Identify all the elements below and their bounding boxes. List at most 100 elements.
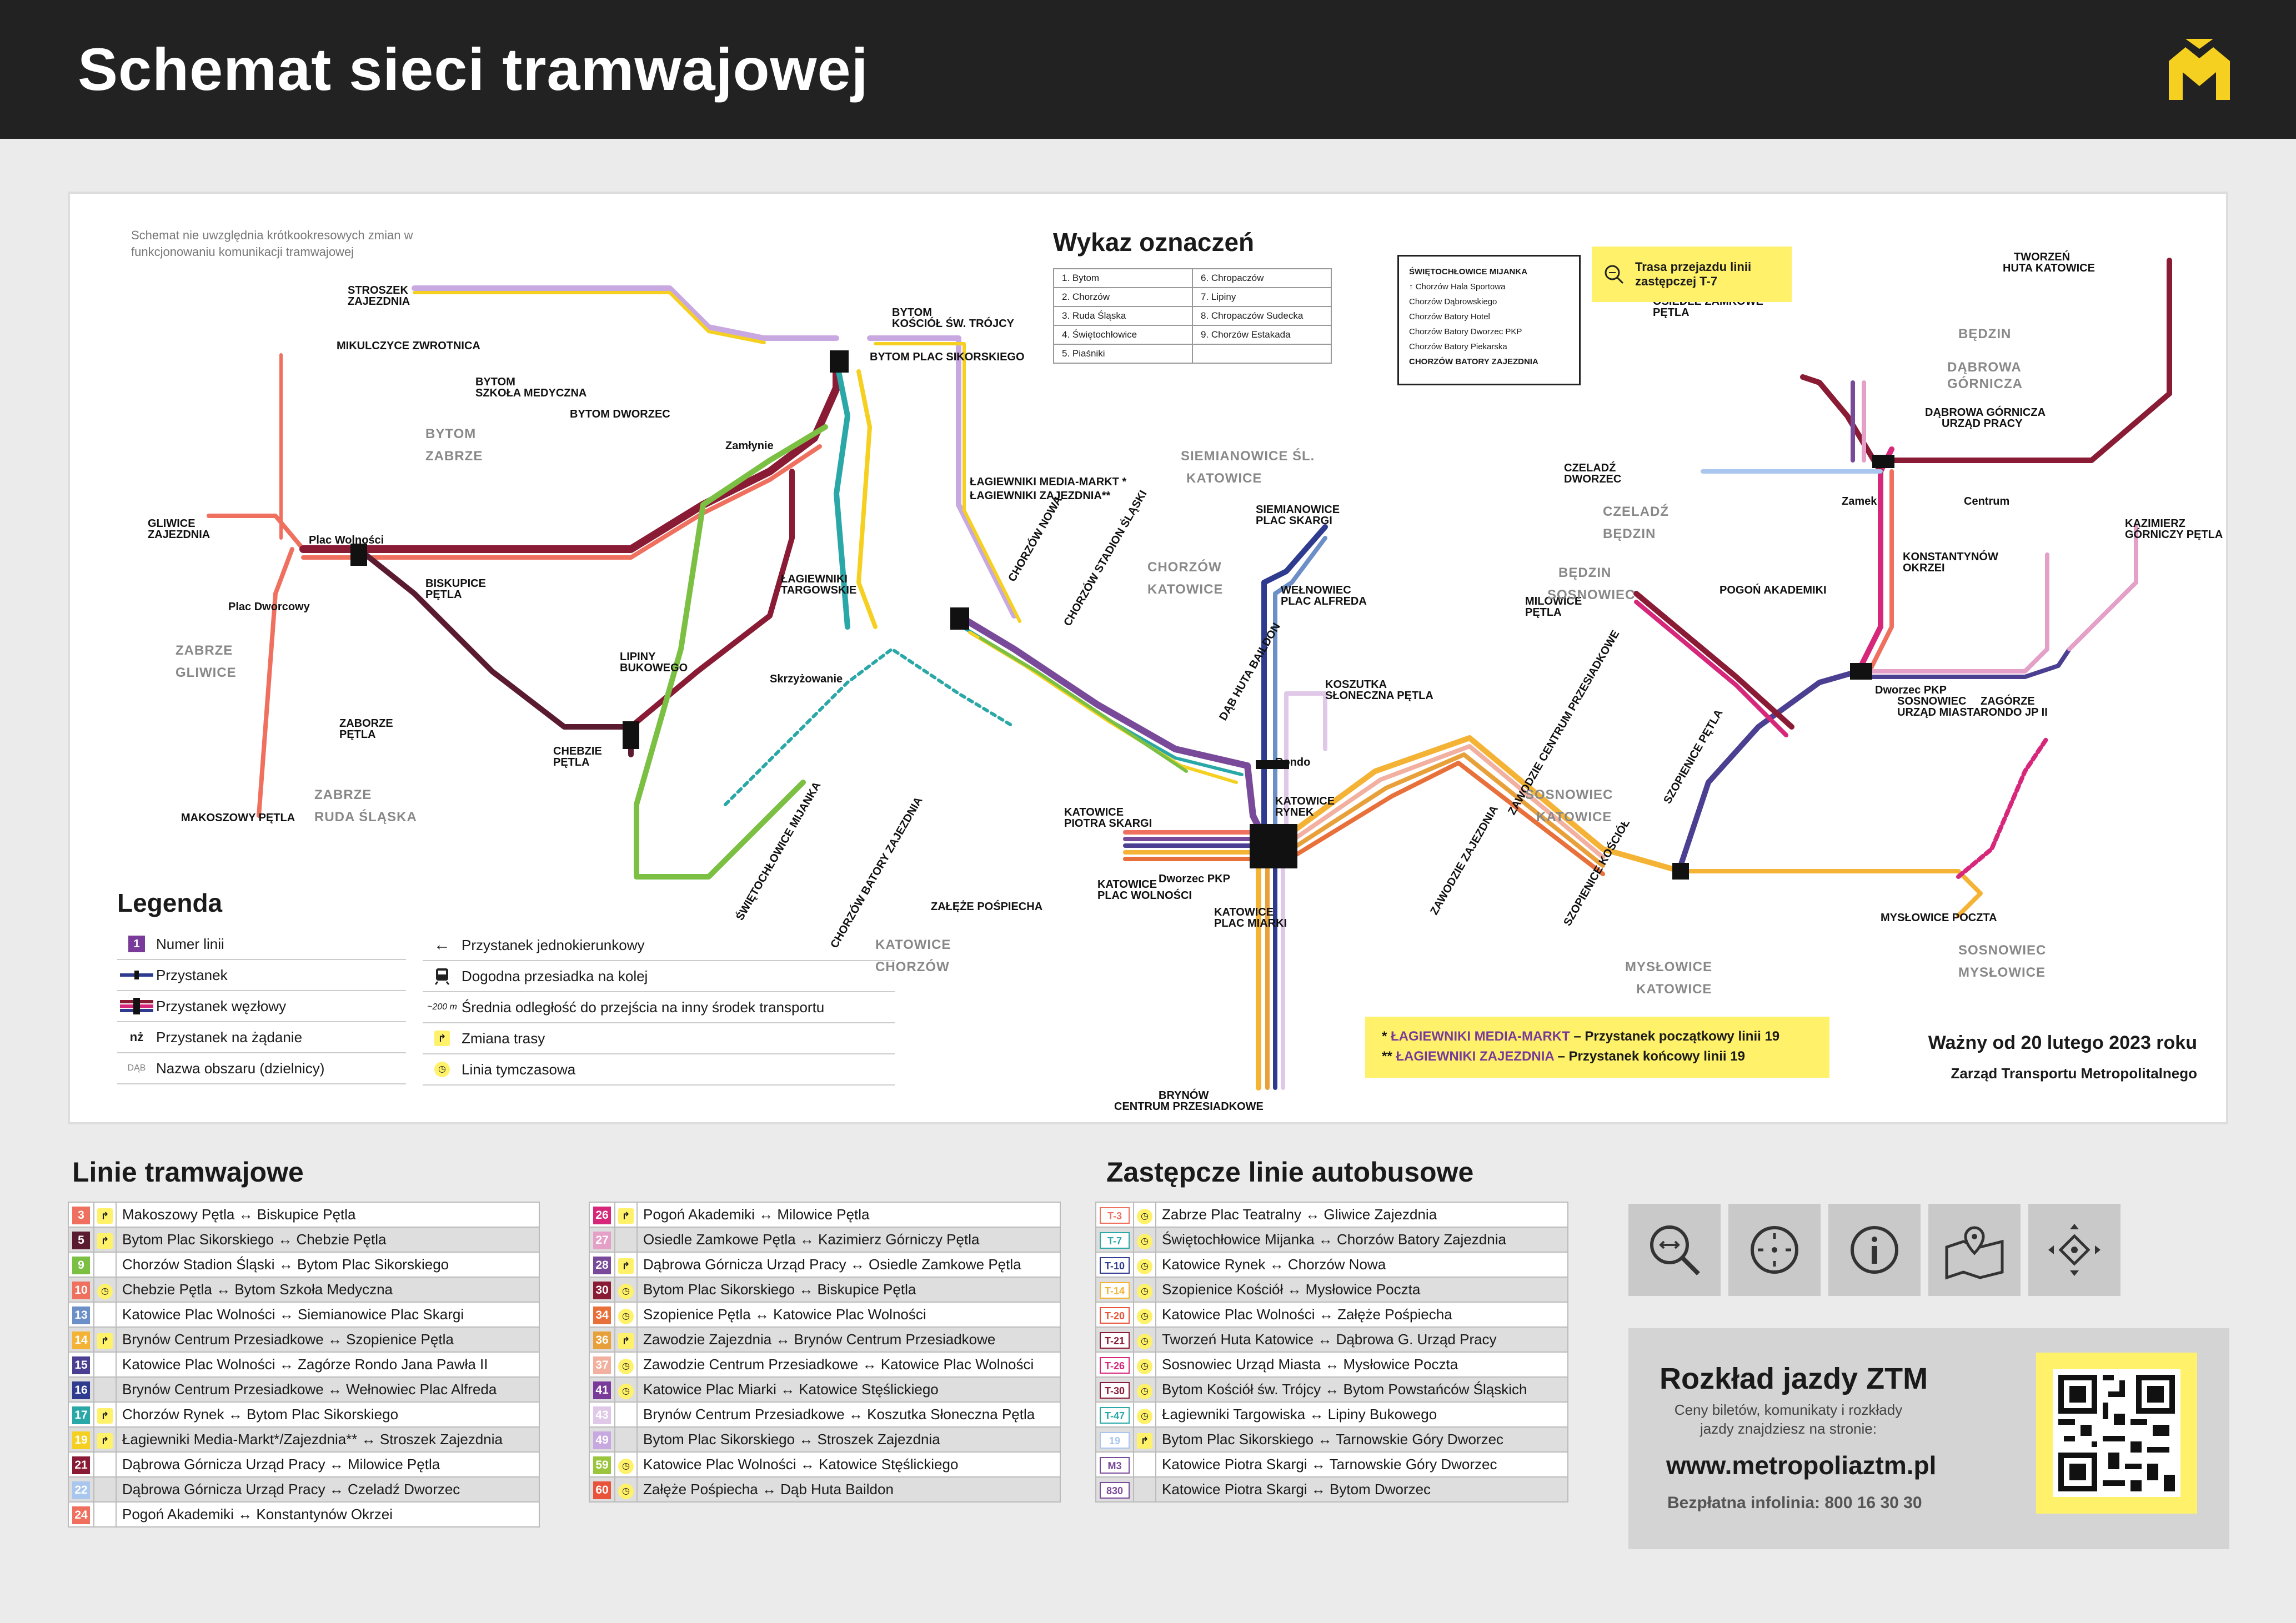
svg-text:BĘDZIN: BĘDZIN bbox=[1603, 526, 1656, 541]
svg-text:PLAC ALFREDA: PLAC ALFREDA bbox=[1281, 595, 1367, 607]
tram-network-map[interactable]: MIKULCZYCE ZWROTNICA STROSZEK ZAJEZDNIA … bbox=[68, 192, 2228, 1124]
svg-text:KATOWICE: KATOWICE bbox=[1147, 582, 1223, 597]
line-number-badge: 27 bbox=[593, 1231, 611, 1249]
line-number-badge: 59 bbox=[593, 1456, 611, 1474]
line-row[interactable]: 34◷Szopienice Pętla ↔ Katowice Plac Woln… bbox=[589, 1302, 1061, 1328]
line-number-badge: 15 bbox=[72, 1356, 90, 1374]
clock-icon: ◷ bbox=[1137, 1283, 1152, 1299]
line-number-sample: 1 bbox=[128, 936, 145, 952]
line-row[interactable]: T-47◷Łagiewniki Targowiska ↔ Lipiny Buko… bbox=[1095, 1401, 1568, 1428]
line-number-badge: 13 bbox=[72, 1306, 90, 1324]
line-route-text: Makoszowy Pętla ↔ Biskupice Pętla bbox=[116, 1202, 540, 1228]
clock-icon: ◷ bbox=[1137, 1333, 1152, 1349]
line-route-text: Dąbrowa Górnicza Urząd Pracy ↔ Osiedle Z… bbox=[636, 1252, 1061, 1278]
line-number-badge: 43 bbox=[593, 1406, 611, 1424]
icon-zoom-button[interactable] bbox=[1628, 1204, 1721, 1296]
line-route-text: Zabrze Plac Teatralny ↔ Gliwice Zajezdni… bbox=[1155, 1202, 1568, 1228]
svg-text:HUTA KATOWICE: HUTA KATOWICE bbox=[2003, 262, 2095, 274]
line-row[interactable]: 30◷Bytom Plac Sikorskiego ↔ Biskupice Pę… bbox=[589, 1277, 1061, 1303]
line-route-text: Dąbrowa Górnicza Urząd Pracy ↔ Czeladź D… bbox=[116, 1476, 540, 1503]
line-row[interactable]: T-30◷Bytom Kościół św. Trójcy ↔ Bytom Po… bbox=[1095, 1376, 1568, 1403]
svg-text:GÓRNICZY PĘTLA: GÓRNICZY PĘTLA bbox=[2125, 527, 2223, 541]
svg-text:GÓRNICZA: GÓRNICZA bbox=[1947, 376, 2023, 391]
line-row[interactable]: T-7◷Świętochłowice Mijanka ↔ Chorzów Bat… bbox=[1095, 1227, 1568, 1253]
line-route-text: Katowice Plac Miarki ↔ Katowice Stęślick… bbox=[636, 1376, 1061, 1403]
svg-text:ZAJEZDNIA: ZAJEZDNIA bbox=[348, 295, 410, 308]
line-route-text: Szopienice Kościół ↔ Mysłowice Poczta bbox=[1155, 1277, 1568, 1303]
svg-text:DWORZEC: DWORZEC bbox=[1564, 473, 1621, 485]
legend-row: Dogodna przesiadka na kolej bbox=[423, 961, 895, 992]
line-row[interactable]: 19↱Łagiewniki Media-Markt*/Zajezdnia** ↔… bbox=[68, 1426, 540, 1453]
stop-milowice: MILOWICE bbox=[1525, 595, 1582, 607]
line-row[interactable]: 14↱Brynów Centrum Przesiadkowe ↔ Szopien… bbox=[68, 1326, 540, 1353]
svg-text:RUDA ŚLĄSKA: RUDA ŚLĄSKA bbox=[314, 809, 417, 825]
icon-navigate-button[interactable] bbox=[2028, 1204, 2120, 1296]
line-row[interactable]: T-14◷Szopienice Kościół ↔ Mysłowice Pocz… bbox=[1095, 1277, 1568, 1303]
line-row[interactable]: 36↱Zawodzie Zajezdnia ↔ Brynów Centrum P… bbox=[589, 1326, 1061, 1353]
svg-text:GLIWICE: GLIWICE bbox=[176, 665, 237, 680]
svg-text:TARGOWSKIE: TARGOWSKIE bbox=[781, 584, 856, 596]
ztm-url[interactable]: www.metropoliaztm.pl bbox=[1666, 1451, 1937, 1480]
line-route-text: Chebzie Pętla ↔ Bytom Szkoła Medyczna bbox=[116, 1277, 540, 1303]
line-row[interactable]: T-26◷Sosnowiec Urząd Miasta ↔ Mysłowice … bbox=[1095, 1351, 1568, 1378]
stop-dworzec-pkp: Dworzec PKP bbox=[1159, 873, 1230, 885]
icon-map-button[interactable] bbox=[1928, 1204, 2021, 1296]
line-number-badge: 14 bbox=[72, 1331, 90, 1349]
ztm-timetable-box: Rozkład jazdy ZTM Ceny biletów, komunika… bbox=[1628, 1328, 2229, 1549]
svg-text:KOŚCIÓŁ ŚW. TRÓJCY: KOŚCIÓŁ ŚW. TRÓJCY bbox=[892, 316, 1015, 330]
line-row[interactable]: 17↱Chorzów Rynek ↔ Bytom Plac Sikorskieg… bbox=[68, 1401, 540, 1428]
line-row[interactable]: T-21◷Tworzeń Huta Katowice ↔ Dąbrowa G. … bbox=[1095, 1326, 1568, 1353]
line-row[interactable]: 59◷Katowice Plac Wolności ↔ Katowice Stę… bbox=[589, 1451, 1061, 1478]
line-row[interactable]: T-10 ◷Katowice Rynek ↔ Chorzów Nowa bbox=[1095, 1252, 1568, 1278]
header-bar: Schemat sieci tramwajowej bbox=[0, 0, 2296, 139]
stop-myslowice-poczta: MYSŁOWICE POCZTA bbox=[1881, 912, 1997, 924]
stop-katowice-rynek: KATOWICE bbox=[1275, 795, 1335, 807]
stop-marker-icon bbox=[120, 971, 153, 979]
qr-code[interactable] bbox=[2036, 1353, 2197, 1514]
line-route-text: Katowice Rynek ↔ Chorzów Nowa bbox=[1155, 1252, 1568, 1278]
route-change-icon: ↱ bbox=[97, 1233, 113, 1249]
line-row[interactable]: T-20◷Katowice Plac Wolności ↔ Załęże Poś… bbox=[1095, 1302, 1568, 1328]
line-row[interactable]: 19↱Bytom Plac Sikorskiego ↔ Tarnowskie G… bbox=[1095, 1426, 1568, 1453]
line-row[interactable]: 10◷Chebzie Pętla ↔ Bytom Szkoła Medyczna bbox=[68, 1277, 540, 1303]
line-row[interactable]: 37◷Zawodzie Centrum Przesiadkowe ↔ Katow… bbox=[589, 1351, 1061, 1378]
line-row[interactable]: 5↱Bytom Plac Sikorskiego ↔ Chebzie Pętla bbox=[68, 1227, 540, 1253]
line-number-badge: T-10 bbox=[1100, 1257, 1130, 1274]
line-row[interactable]: 3↱Makoszowy Pętla ↔ Biskupice Pętla bbox=[68, 1202, 540, 1228]
stop-dab-huta-baildon: DĄB HUTA BAILDON bbox=[1217, 621, 1282, 722]
clock-icon: ◷ bbox=[1137, 1258, 1152, 1274]
line-row[interactable]: 60◷Załęże Pośpiecha ↔ Dąb Huta Baildon bbox=[589, 1476, 1061, 1503]
line-route-text: Łagiewniki Media-Markt*/Zajezdnia** ↔ St… bbox=[116, 1426, 540, 1453]
line-route-text: Chorzów Stadion Śląski ↔ Bytom Plac Siko… bbox=[116, 1252, 540, 1278]
line-route-text: Zawodzie Centrum Przesiadkowe ↔ Katowice… bbox=[636, 1351, 1061, 1378]
svg-text:PLAC MIARKI: PLAC MIARKI bbox=[1214, 917, 1287, 929]
svg-text:BYTOM: BYTOM bbox=[425, 426, 476, 441]
stop-bytom-szkola-medyczna: BYTOM bbox=[475, 376, 515, 388]
line-row[interactable]: 26↱Pogoń Akademiki ↔ Milowice Pętla bbox=[589, 1202, 1061, 1228]
legend-row: ◷Linia tymczasowa bbox=[423, 1054, 895, 1086]
svg-text:CHORZÓW: CHORZÓW bbox=[1147, 559, 1222, 575]
line-row[interactable]: 41◷Katowice Plac Miarki ↔ Katowice Stęśl… bbox=[589, 1376, 1061, 1403]
svg-text:PĘTLA: PĘTLA bbox=[1525, 606, 1562, 619]
icon-info-button[interactable] bbox=[1828, 1204, 1921, 1296]
line-row[interactable]: 28↱Dąbrowa Górnicza Urząd Pracy ↔ Osiedl… bbox=[589, 1252, 1061, 1278]
icon-stop-button[interactable] bbox=[1728, 1204, 1821, 1296]
line-row[interactable]: T-3◷Zabrze Plac Teatralny ↔ Gliwice Zaje… bbox=[1095, 1202, 1568, 1228]
validity-info: Ważny od 20 lutego 2023 roku Zarząd Tran… bbox=[1928, 1032, 2197, 1082]
stop-makoszowy-petla: MAKOSZOWY PĘTLA bbox=[181, 812, 295, 824]
